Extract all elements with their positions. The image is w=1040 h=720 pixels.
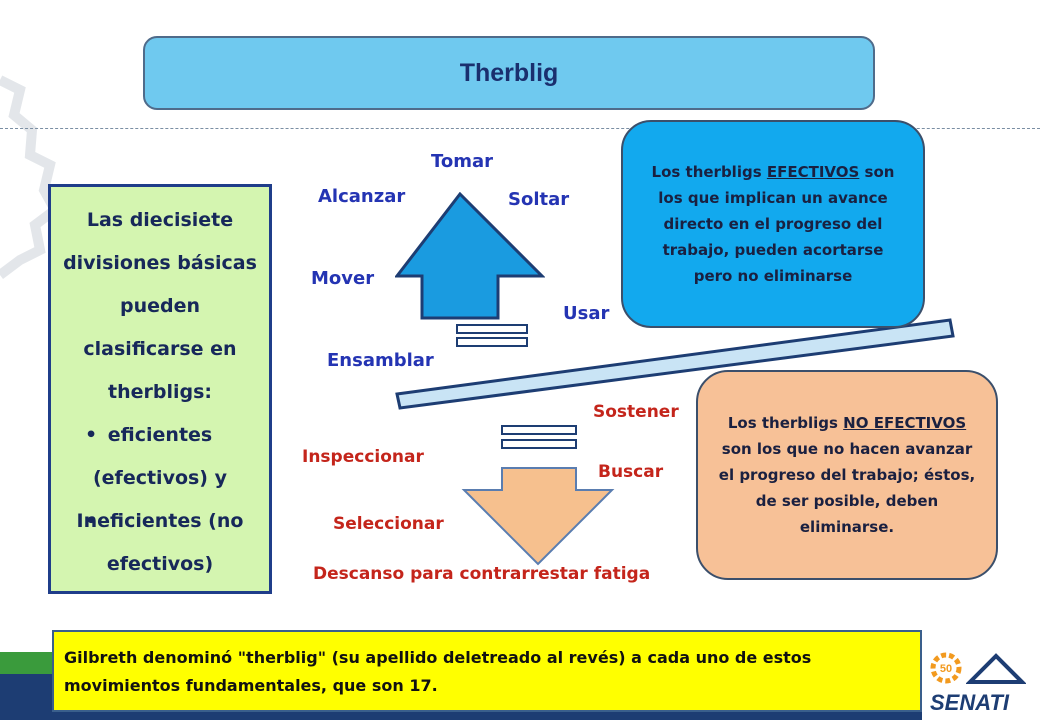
svg-text:50: 50 bbox=[940, 663, 952, 675]
classification-list: eficientes (efectivos) y Ineficientes (n… bbox=[59, 414, 261, 586]
footer-green-strip bbox=[0, 652, 52, 674]
senati-logo: 50 SENATI bbox=[922, 636, 1040, 720]
label-descanso: Descanso para contrarrestar fatiga bbox=[313, 564, 651, 584]
label-inspeccionar: Inspeccionar bbox=[302, 447, 424, 467]
page-title: Therblig bbox=[459, 58, 559, 87]
logo-mark-icon bbox=[966, 653, 1026, 684]
down-arrow-icon bbox=[461, 425, 615, 566]
effective-definition-box: Los therbligs EFECTIVOS son los que impl… bbox=[621, 120, 925, 328]
balance-beam-icon bbox=[395, 318, 955, 410]
classification-intro: Las diecisiete divisiones básicas pueden… bbox=[63, 209, 257, 403]
bottom-note: Gilbreth denominó "therblig" (su apellid… bbox=[52, 630, 922, 712]
noneffective-text-emph: NO EFECTIVOS bbox=[843, 414, 967, 432]
label-usar: Usar bbox=[563, 303, 610, 324]
label-buscar: Buscar bbox=[598, 462, 664, 482]
noneffective-definition-box: Los therbligs NO EFECTIVOS son los que n… bbox=[696, 370, 998, 580]
gear-decoration-icon bbox=[0, 75, 62, 279]
label-mover: Mover bbox=[311, 268, 375, 289]
noneffective-text-post: son los que no hacen avanzar el progreso… bbox=[718, 440, 976, 536]
logo-text: SENATI bbox=[930, 690, 1010, 715]
label-ensamblar: Ensamblar bbox=[327, 350, 434, 371]
title-banner: Therblig bbox=[143, 36, 875, 110]
divider-line bbox=[0, 128, 1040, 129]
effective-text-emph: EFECTIVOS bbox=[766, 163, 860, 181]
label-tomar: Tomar bbox=[431, 151, 494, 172]
label-seleccionar: Seleccionar bbox=[333, 514, 444, 534]
up-arrow-icon bbox=[395, 192, 545, 347]
label-alcanzar: Alcanzar bbox=[318, 186, 406, 207]
label-sostener: Sostener bbox=[593, 402, 679, 422]
list-item-efficient: eficientes (efectivos) y bbox=[59, 414, 261, 500]
gear-icon: 50 bbox=[930, 652, 962, 684]
label-soltar: Soltar bbox=[508, 189, 570, 210]
noneffective-definition-text: Los therbligs NO EFECTIVOS son los que n… bbox=[714, 410, 980, 540]
list-item-inefficient: Ineficientes (no efectivos) bbox=[59, 500, 261, 586]
noneffective-text-pre: Los therbligs bbox=[727, 414, 844, 432]
classification-box: Las diecisiete divisiones básicas pueden… bbox=[48, 184, 272, 594]
effective-text-post: son los que implican un avance directo e… bbox=[658, 163, 895, 285]
effective-definition-text: Los therbligs EFECTIVOS son los que impl… bbox=[641, 159, 905, 289]
effective-text-pre: Los therbligs bbox=[651, 163, 767, 181]
